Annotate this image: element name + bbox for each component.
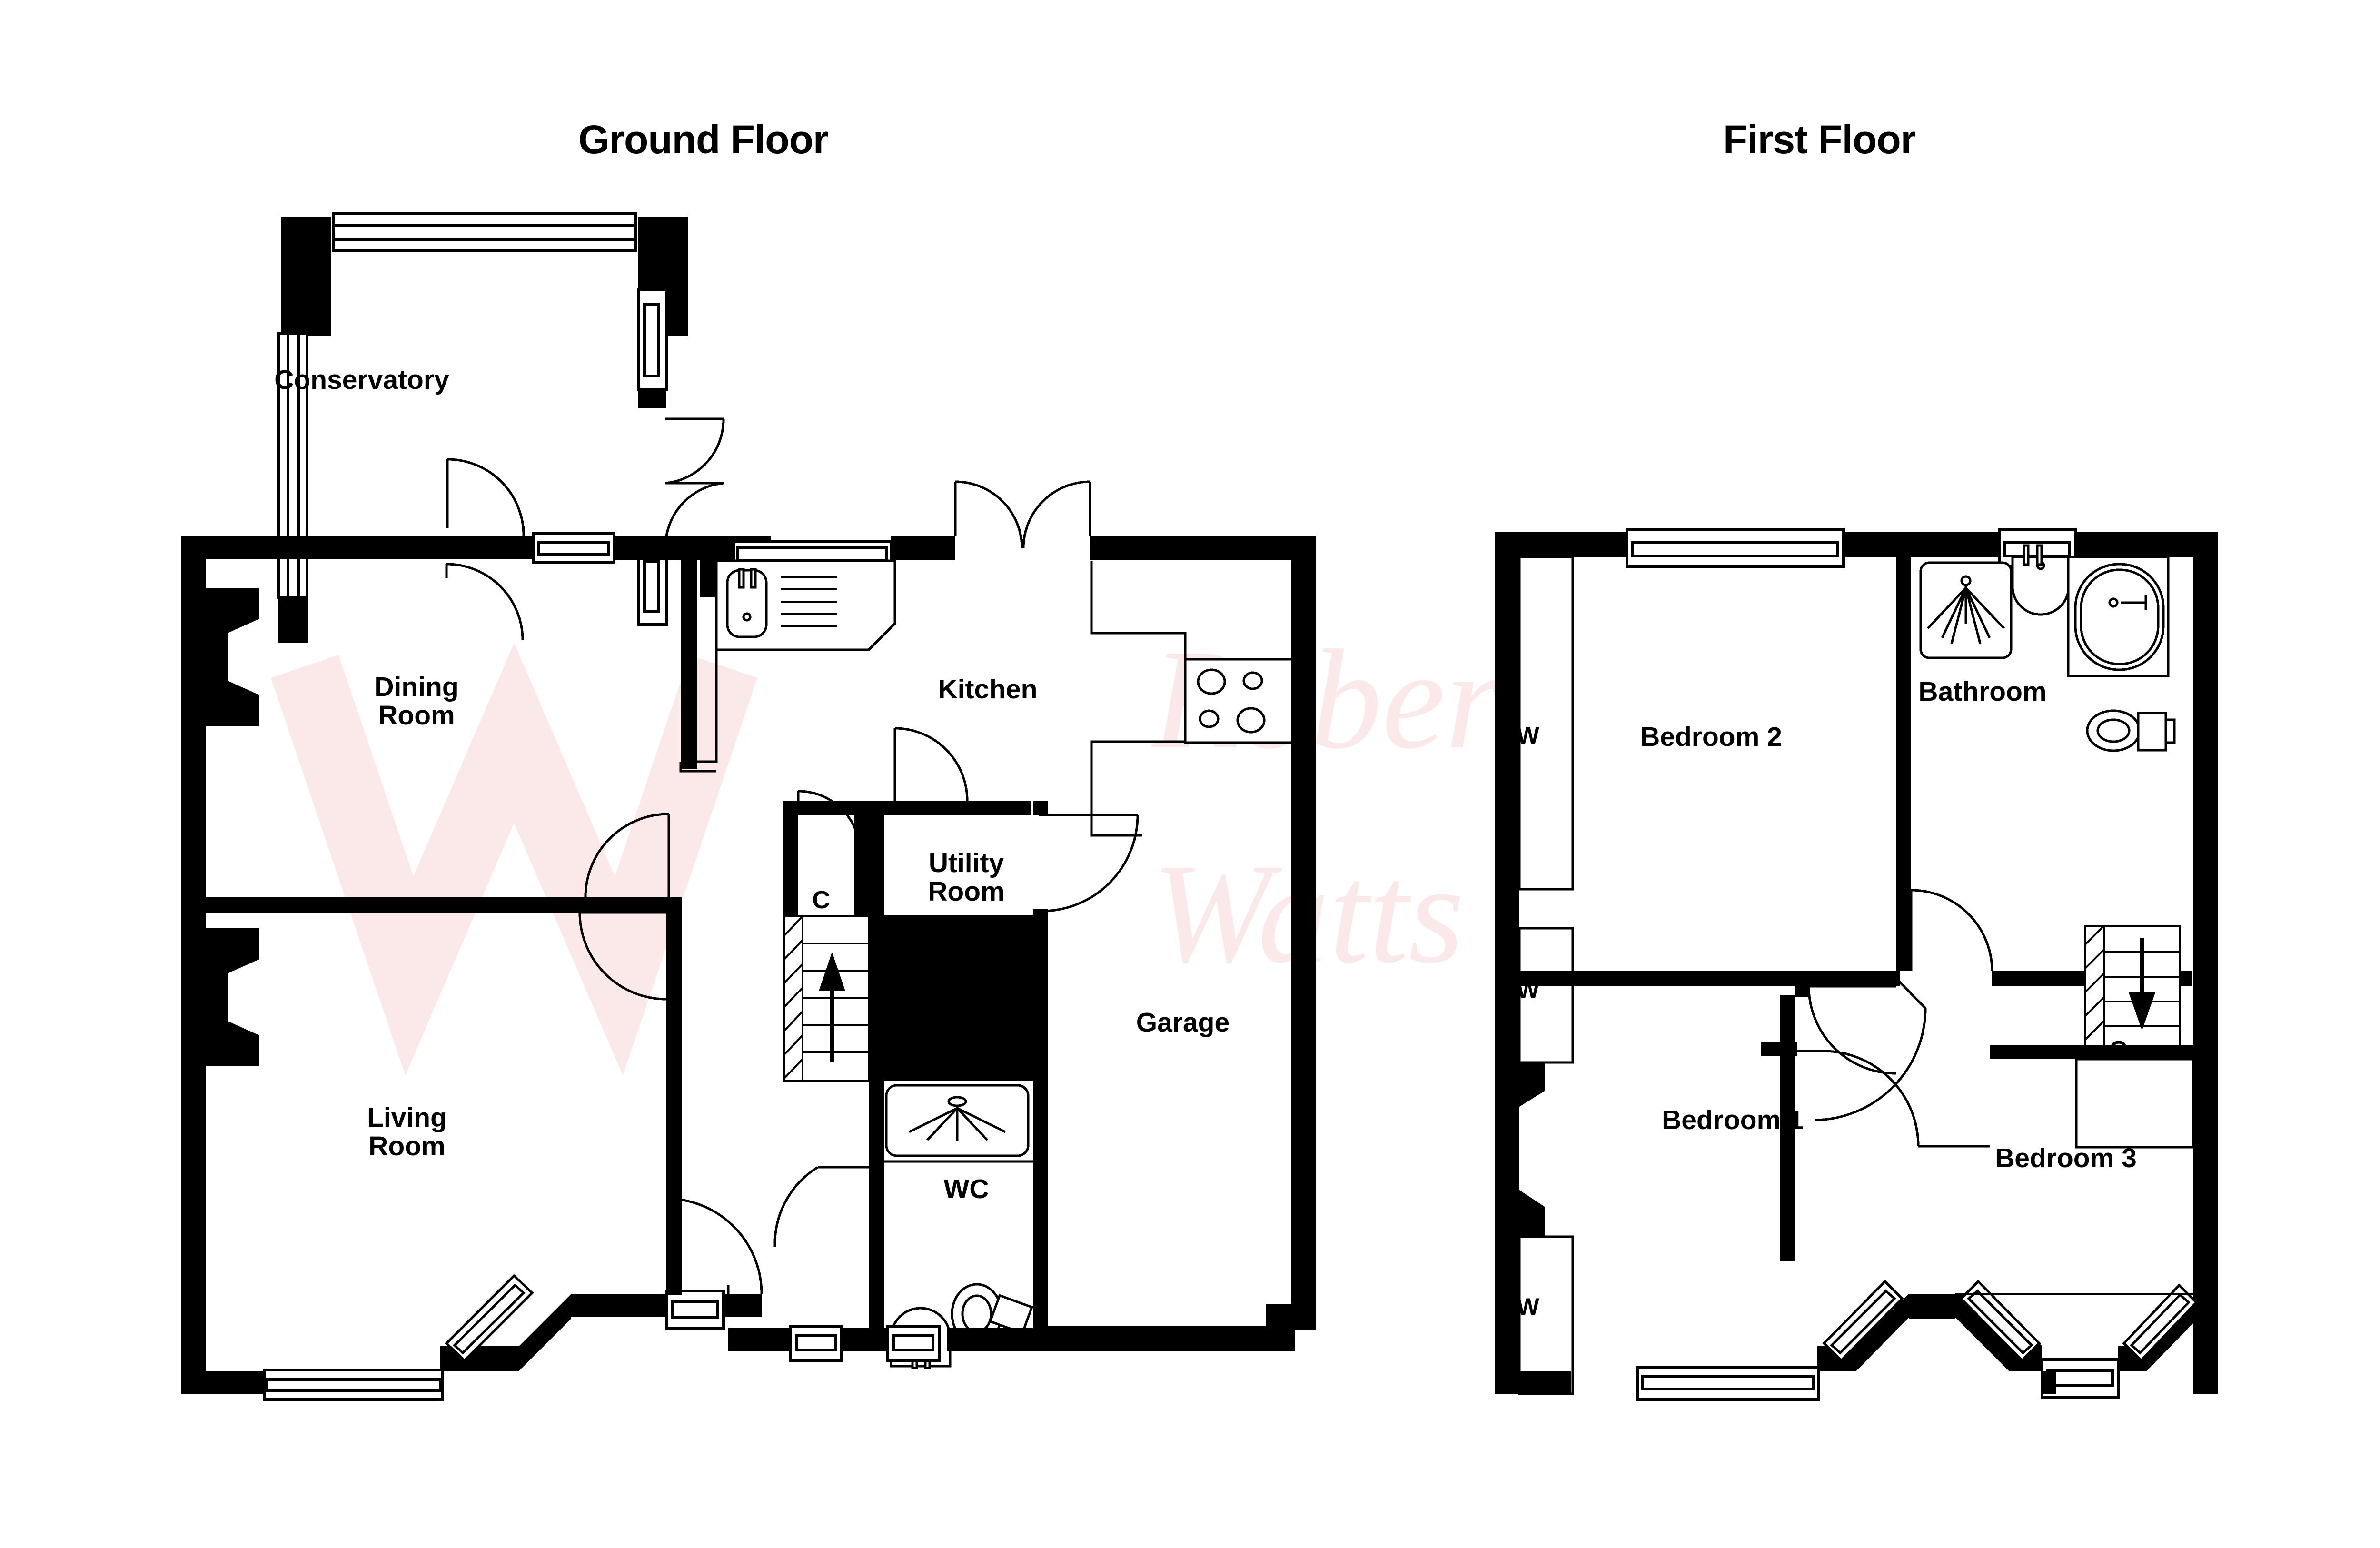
wall-landing-bottom [1990,1045,2194,1059]
wall-segment [891,536,955,560]
wall-return [679,762,716,773]
window-hall-bottom-2 [789,1325,843,1362]
toilet-icon [2086,709,2176,752]
door-bedroom-2 [1807,985,1896,1075]
basin-icon [2011,544,2070,616]
wall-ff-exterior-right [2193,532,2218,1394]
window-bedroom3-bottom [2041,1358,2120,1399]
stairs-direction-arrow-down [2129,938,2155,1031]
door-cupboard-ground [797,790,862,853]
wall-ff-top-mid [1844,532,2001,557]
window-conservatory-right-upper [637,288,668,391]
window-bedroom3-bay-right [2122,1283,2198,1362]
wall-ff-bottom-left [1495,1371,1571,1394]
door-bedroom-1 [1814,981,1927,1121]
window-wc-bottom [886,1325,941,1362]
wall-bed2-bathroom [1896,557,1911,971]
door-bathroom [1910,889,1993,972]
shower-icon [885,1084,1030,1157]
bathtub-icon [2067,556,2170,677]
window-bedroom1-bay-angled [1822,1280,1904,1362]
chimney-breast-living [206,928,259,1066]
chimney-breast-bedroom1 [1519,1062,1545,1237]
wall-segment [614,536,700,560]
wall-interior-hall-living [666,897,682,1295]
chimney-breast-dining [206,588,259,726]
wardrobe-fw-1 [1518,556,1574,891]
wall-ff-top-left [1495,532,1628,557]
wall-segment [1033,801,1048,815]
wall-segment [181,536,205,560]
wall-segment [1090,536,1316,560]
window-bedroom2-top [1626,528,1845,568]
door-wc [774,1166,869,1248]
wall-utility-top [884,801,1031,815]
wall-segment [1795,971,1810,997]
wall-segment [1266,1304,1294,1329]
door-living-to-hall [578,911,667,1001]
wall-ff-exterior-left [1495,532,1519,1394]
wall-bed2-bed1 [1519,971,1900,986]
sink-icon [726,568,768,638]
cupboard-ff-outline [2075,1058,2194,1149]
wall-segment [728,1294,762,1317]
door-dining-to-hall [584,813,670,898]
window-hall-front [665,1290,725,1330]
wall-solid-block [869,915,1033,1081]
stairs-down-icon [2084,925,2181,1050]
wall-segment [2042,1371,2056,1394]
wall-exterior-bottom-garage [947,1328,1295,1351]
wall-interior-kitchen-dining [681,559,697,769]
wall-bed1-landing [1780,995,1795,1261]
wall-utility-left [869,801,884,915]
wall-cupboard-left [783,801,798,915]
window-bedroom1-bottom [1636,1366,1820,1401]
wall-segment [1909,1294,1955,1319]
wall-segment [638,389,666,408]
stairs-direction-arrow-up [819,952,845,1062]
window-conservatory-right-lower [637,547,668,626]
page-title-ground-floor: Ground Floor [578,117,829,162]
wall-cupboard-right [854,801,869,915]
door-bedroom-3 [1795,1050,1990,1148]
door-hall-to-conservatory [446,458,525,536]
door-kitchen-rear-double [954,480,1091,549]
wall-interior-dining-living [181,897,669,913]
door-front-entrance [666,1197,763,1294]
window-living-bay-angled [445,1274,534,1362]
wall-exterior-left [181,536,206,1392]
window-conservatory-top [332,212,637,252]
window-living-bottom [263,1369,444,1401]
drainer-icon [781,576,837,627]
window-bedroom3-bay-left [1959,1280,2041,1362]
shower-icon [1919,561,2013,659]
wall-segment [281,217,331,336]
wall-segment [278,597,308,643]
window-dining-top [532,532,615,564]
wall-segment [1761,1042,1797,1056]
wardrobe-fw-2 [1518,927,1574,1064]
wall-garage-left [1033,909,1048,1328]
wall-wc-left [869,1081,884,1328]
wall-exterior-right [1291,536,1316,1330]
hob-icon [1184,658,1294,744]
door-conservatory-to-hall [445,563,524,641]
door-utility-to-kitchen [893,727,969,801]
page-title-first-floor: First Floor [1723,117,1916,162]
wardrobe-fw-3 [1518,1235,1574,1395]
